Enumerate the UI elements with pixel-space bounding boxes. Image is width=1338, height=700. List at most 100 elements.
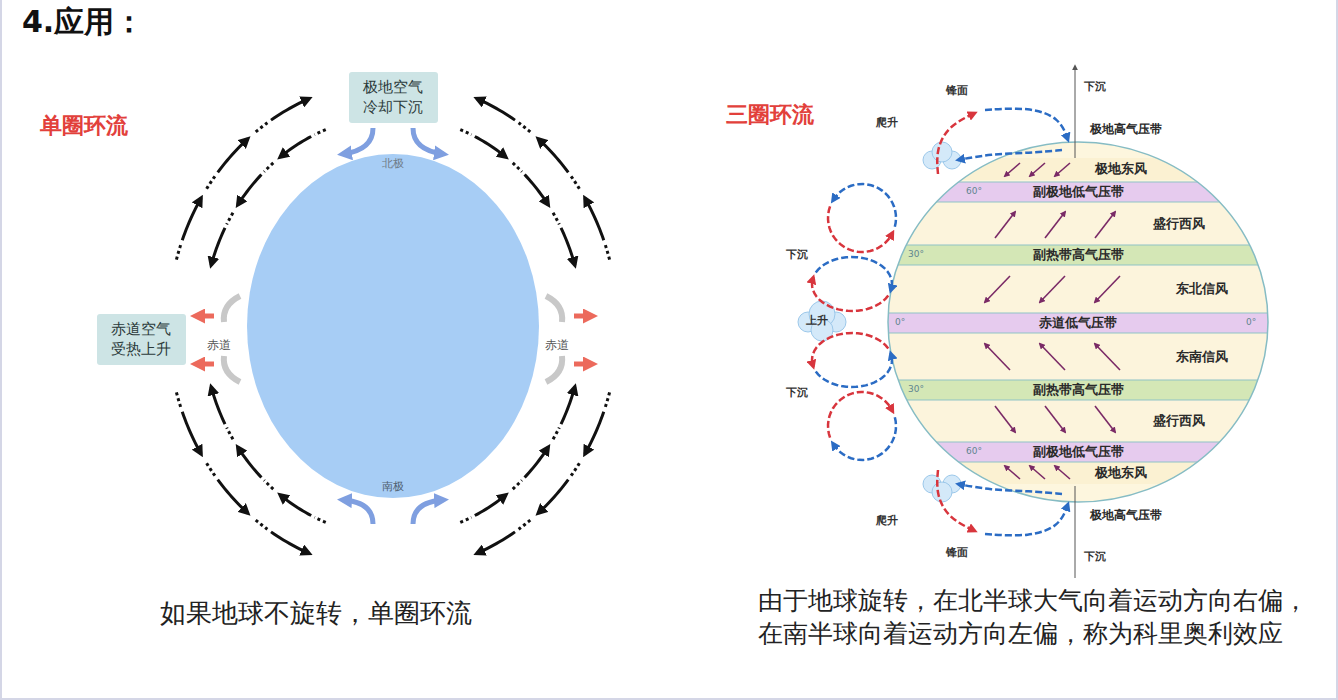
three-cell-globe — [798, 66, 1268, 578]
latitude-label: 30° — [908, 384, 924, 395]
airflow-arrow — [538, 480, 568, 514]
wind-arrow — [995, 406, 1015, 432]
airflow-arrow — [271, 99, 309, 121]
airflow-arrow — [264, 480, 273, 489]
band-fill — [888, 313, 1268, 333]
motion-label: 锋面 — [946, 84, 968, 97]
wind-arrow — [1040, 344, 1065, 370]
band-fill — [888, 442, 1268, 462]
page-title: 4.应用： — [22, 4, 144, 40]
band-border-line — [888, 333, 1268, 334]
airflow-arrow — [519, 520, 531, 529]
airflow-arrow — [256, 520, 268, 529]
latitude-label: 30° — [908, 249, 924, 260]
wind-arrow — [1045, 212, 1065, 238]
band-fill — [888, 333, 1268, 380]
pole-label: 北极 — [382, 157, 404, 170]
airflow-arrow — [585, 412, 604, 454]
airflow-arrow — [176, 245, 180, 260]
latitude-label: 60° — [966, 446, 982, 457]
belt-band: 赤道低气压带 — [888, 313, 1268, 333]
airflow-arrow — [525, 447, 549, 478]
airflow-arrow — [280, 495, 311, 516]
airflow-arrow — [256, 123, 268, 132]
airflow-arrow — [264, 163, 273, 172]
equator-label: 赤道 — [207, 338, 231, 352]
airflow-arrow — [227, 213, 233, 225]
cell-flow-arrow — [812, 333, 888, 367]
airflow-arrow — [571, 463, 579, 476]
airflow-arrow — [315, 517, 326, 522]
airflow-arrow — [605, 245, 609, 260]
motion-label: 下沉 — [786, 386, 808, 399]
airflow-arrow — [207, 176, 215, 189]
airflow-arrow — [585, 198, 604, 240]
cell-flow-arrow — [828, 206, 893, 252]
belt-band: 副极地低气压带 — [888, 182, 1268, 202]
wind-arrow — [985, 344, 1010, 370]
band-fill — [888, 265, 1268, 313]
airflow-arrow — [211, 387, 225, 424]
cell-flow-arrow — [833, 417, 896, 460]
band-fill — [888, 245, 1268, 265]
wind-arrow — [1095, 276, 1120, 302]
circulation-cells — [812, 109, 1068, 536]
node-text: 副极地低气压带 — [1033, 444, 1124, 460]
band-fills — [888, 158, 1268, 484]
cell-flow-arrow — [937, 470, 975, 531]
belt-band: 副热带高气压带 — [888, 380, 1268, 400]
cell-flow-arrow — [816, 353, 892, 387]
airflow-arrow — [238, 447, 262, 478]
equator-arrow — [196, 362, 214, 367]
belt-band: 极地东风 — [888, 158, 1268, 180]
pole-arrow — [343, 128, 373, 154]
wind-arrow — [1005, 466, 1020, 479]
node-text: 盛行西风 — [1153, 413, 1205, 429]
wind-arrow — [1030, 163, 1045, 176]
wind-arrow — [1095, 212, 1115, 238]
cell-flow-arrow — [958, 150, 1062, 160]
node-text: 东北信风 — [1176, 281, 1228, 297]
motion-label: 上升 — [806, 314, 828, 327]
earth-axis — [1075, 486, 1076, 578]
band-border-line — [888, 400, 1268, 401]
belt-band: 盛行西风 — [888, 202, 1268, 245]
airflow-arrow — [315, 130, 326, 135]
latitude-label: 60° — [966, 186, 982, 197]
airflow-arrow — [561, 387, 575, 424]
cloud — [798, 142, 961, 502]
pressure-belt-label: 极地高气压带 — [1090, 508, 1162, 522]
motion-label: 下沉 — [1084, 550, 1106, 563]
node-text: 赤道空气受热上升 — [111, 319, 172, 360]
latitude-label: 0° — [895, 317, 905, 328]
node-text: 极地空气冷却下沉 — [363, 77, 424, 118]
equator-arc — [546, 296, 562, 322]
airflow-arrow — [211, 228, 225, 265]
motion-label: 下沉 — [786, 248, 808, 261]
circulation-ring — [176, 99, 609, 554]
airflow-arrow — [182, 412, 201, 454]
cell-flow-arrow — [833, 184, 896, 227]
cell-flow-arrow — [985, 109, 1068, 140]
cell-flow-arrow — [828, 392, 893, 438]
band-fill — [888, 380, 1268, 400]
airflow-arrow — [538, 139, 568, 173]
airflow-arrow — [460, 130, 471, 135]
band-border — [888, 442, 1268, 462]
wind-arrow — [985, 276, 1010, 302]
cell-flow-arrow — [985, 504, 1068, 535]
band-border — [888, 245, 1268, 265]
airflow-arrow — [460, 517, 471, 522]
motion-label: 下沉 — [1084, 80, 1106, 93]
belt-band: 副极地低气压带 — [888, 442, 1268, 462]
belt-band: 极地东风 — [888, 462, 1268, 484]
node-text: 极地东风 — [1095, 161, 1147, 177]
band-fill — [888, 400, 1268, 442]
equator-arc — [224, 356, 240, 382]
equator-arc — [224, 296, 240, 322]
motion-label: 爬升 — [876, 116, 898, 129]
pressure-belt-label: 极地高气压带 — [1090, 122, 1162, 136]
airflow-arrow — [605, 392, 609, 407]
band-border-line — [888, 182, 1268, 183]
